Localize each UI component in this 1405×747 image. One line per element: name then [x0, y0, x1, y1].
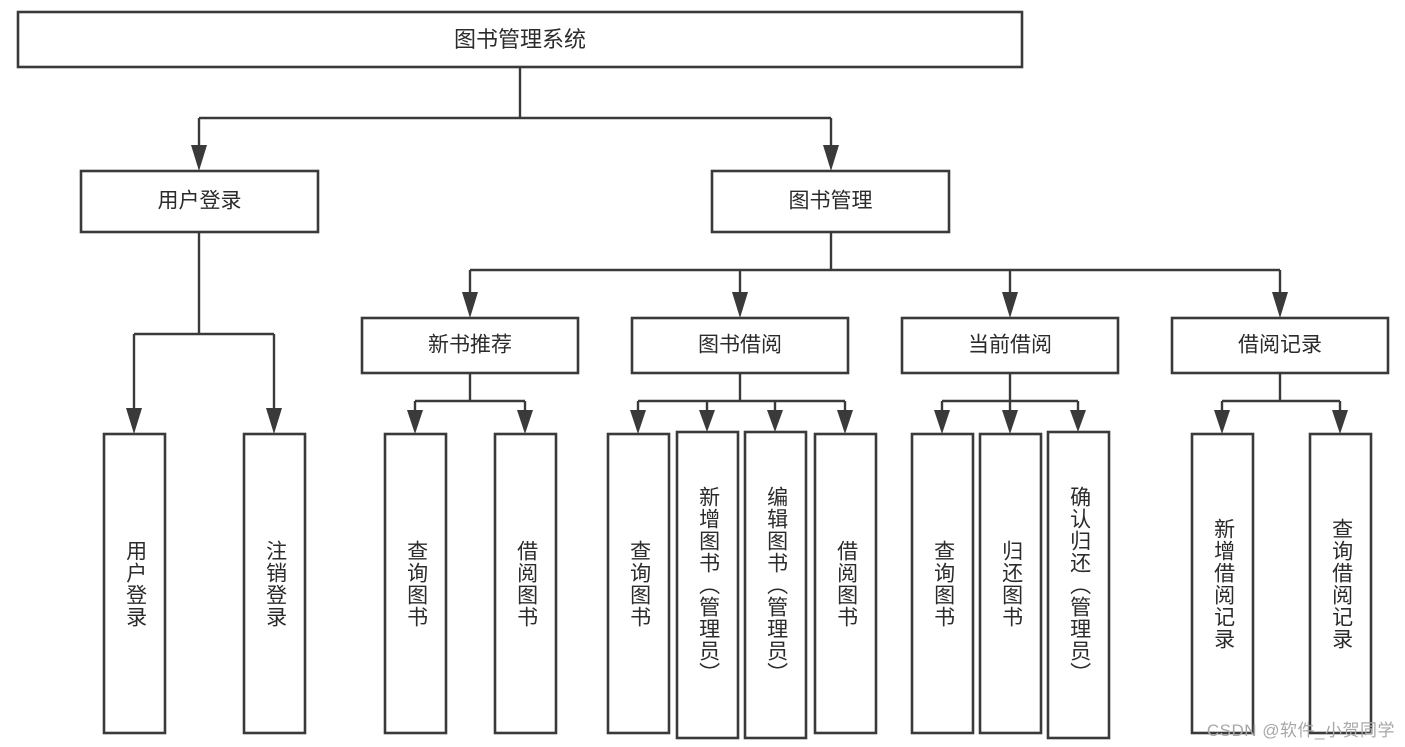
leaf-box-current-borrow-2[interactable] — [1046, 430, 1111, 740]
node-root[interactable]: 图书管理系统 — [16, 10, 1024, 69]
connector-newbook-to-leaves — [407, 373, 533, 434]
node-book-management[interactable]: 图书管理 — [710, 169, 951, 234]
node-root-label: 图书管理系统 — [454, 27, 586, 52]
leaf-box-book-borrow-3[interactable] — [813, 432, 878, 735]
leaf-box-borrow-record-1[interactable] — [1308, 432, 1373, 735]
node-borrow-record-label: 借阅记录 — [1238, 334, 1322, 357]
node-user-login[interactable]: 用户登录 — [79, 169, 320, 234]
node-borrow-record[interactable]: 借阅记录 — [1170, 316, 1390, 375]
node-current-borrow-label: 当前借阅 — [968, 334, 1052, 357]
connector-root-to-level2 — [191, 67, 839, 171]
connector-currentborrow-to-leaves — [934, 373, 1086, 434]
connector-bookmgmt-to-level3 — [462, 232, 1288, 318]
connector-borrowrecord-to-leaves — [1214, 373, 1348, 434]
leaf-box-current-borrow-0[interactable] — [910, 432, 975, 735]
node-new-book-recommend[interactable]: 新书推荐 — [360, 316, 580, 375]
node-user-login-label: 用户登录 — [158, 190, 242, 213]
leaf-box-book-borrow-1[interactable] — [675, 430, 740, 740]
leaf-box-new-book-0[interactable] — [383, 432, 448, 735]
node-new-book-recommend-label: 新书推荐 — [428, 334, 512, 357]
node-book-borrow-label: 图书借阅 — [698, 334, 782, 357]
leaf-box-current-borrow-1[interactable] — [978, 432, 1043, 735]
leaf-box-book-borrow-2[interactable] — [743, 430, 808, 740]
leaf-box-book-borrow-0[interactable] — [606, 432, 671, 735]
node-current-borrow[interactable]: 当前借阅 — [900, 316, 1120, 375]
leaf-box-borrow-record-0[interactable] — [1190, 432, 1255, 735]
csdn-watermark: CSDN @软件_小贺同学 — [1206, 721, 1395, 740]
connector-bookborrow-to-leaves — [630, 373, 853, 434]
node-book-borrow[interactable]: 图书借阅 — [630, 316, 850, 375]
node-book-management-label: 图书管理 — [789, 190, 873, 213]
leaf-box-new-book-1[interactable] — [493, 432, 558, 735]
leaf-box-user-login-0[interactable] — [102, 432, 167, 735]
connector-userlogin-to-leaves — [126, 232, 282, 434]
leaf-box-user-login-1[interactable] — [242, 432, 307, 735]
